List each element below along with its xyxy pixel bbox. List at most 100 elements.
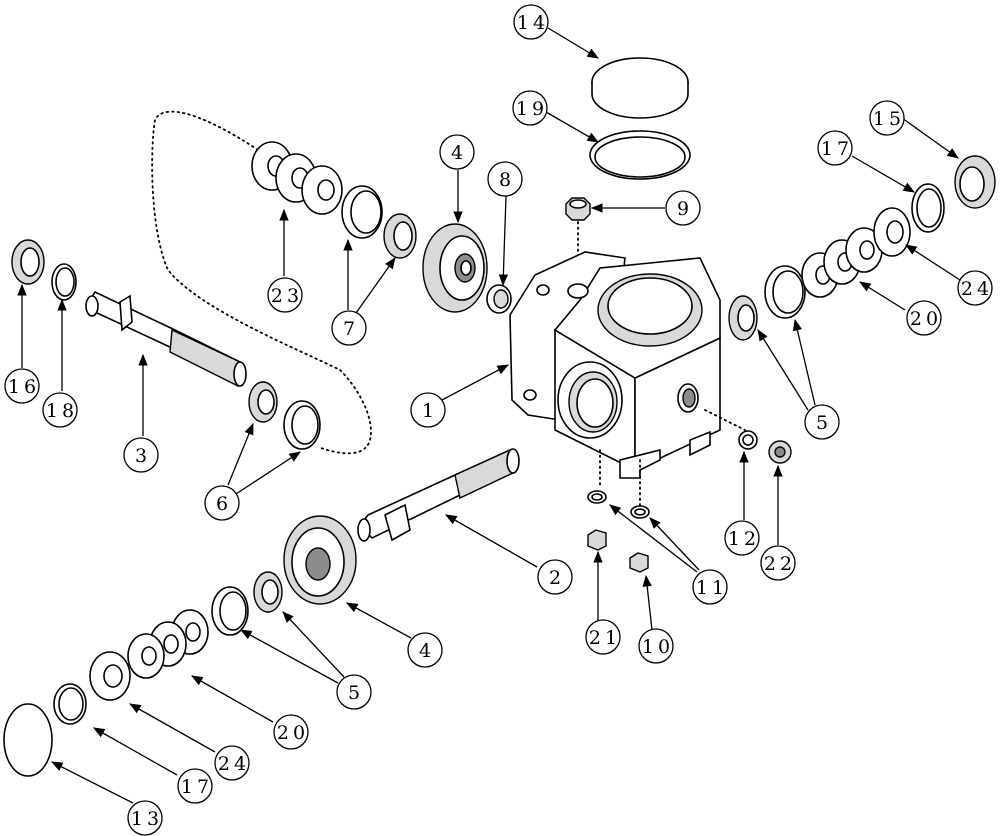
part-18-snap-ring [51, 263, 77, 301]
callout-label: 22 [764, 553, 796, 575]
callout-c4a: 4 [439, 134, 475, 170]
callout-label: 19 [516, 98, 548, 120]
callout-c20a: 20 [273, 714, 309, 750]
callout-label: 14 [517, 12, 549, 34]
part-5-right-bearing-set [728, 265, 806, 341]
part-11-washers [587, 490, 650, 519]
callout-circle [177, 768, 213, 804]
callout-label: 17 [821, 138, 853, 160]
part-8-pilot-bearing [486, 284, 512, 314]
callout-circle [817, 130, 853, 166]
callout-label: 11 [696, 577, 728, 599]
callout-label: 2 [549, 567, 565, 589]
callout-circle [512, 90, 548, 126]
leader-24b [905, 244, 961, 281]
assembly-group-outline [151, 110, 372, 455]
callout-label: 4 [451, 142, 467, 164]
leader-5a [239, 629, 339, 684]
callout-c10: 10 [638, 628, 674, 664]
callout-label: 20 [910, 308, 942, 330]
callout-circle [760, 545, 796, 581]
callout-c9: 9 [665, 190, 701, 226]
callout-c21: 21 [585, 619, 621, 655]
callout-c5b: 5 [804, 404, 840, 440]
callout-label: 24 [961, 278, 993, 300]
leader-11a [609, 504, 698, 573]
leader-17b [851, 155, 916, 193]
callout-circle [724, 520, 760, 556]
callout-circle [336, 674, 372, 710]
callout-c12: 12 [724, 520, 760, 556]
callout-circle [127, 800, 163, 836]
callout-c24b: 24 [957, 270, 993, 306]
callout-c20b: 20 [906, 300, 942, 336]
callout-label: 17 [181, 776, 213, 798]
callout-label: 1 [422, 400, 438, 422]
part-5-lower-bearing-set [211, 571, 283, 636]
callout-c2: 2 [537, 559, 573, 595]
callout-circle [665, 190, 701, 226]
part-7-bearing-set [341, 185, 417, 259]
leader-13 [50, 761, 134, 804]
callout-label: 21 [589, 627, 621, 649]
callout-label: 18 [46, 400, 78, 422]
leader-14 [547, 27, 600, 59]
callout-circle [42, 392, 78, 428]
callout-label: 5 [816, 412, 832, 434]
leader-11b [649, 517, 700, 571]
callout-c19: 19 [512, 90, 548, 126]
part-1-gearbox-housing [509, 251, 721, 479]
leader-20a [190, 675, 274, 723]
leader-10 [642, 574, 653, 631]
callout-c13: 13 [127, 800, 163, 836]
callout-label: 4 [419, 640, 435, 662]
callout-circle [214, 745, 250, 781]
callout-label: 5 [348, 682, 364, 704]
leader-5d [792, 318, 816, 406]
part-21-plug [587, 529, 607, 551]
callout-label: 3 [135, 445, 151, 467]
leader-5b [282, 611, 345, 678]
part-6-bearing-set [248, 381, 321, 450]
callout-c22: 22 [760, 545, 796, 581]
callout-circle [487, 161, 523, 197]
part-10-plug [629, 552, 649, 573]
callout-c17a: 17 [177, 768, 213, 804]
callout-c8: 8 [487, 161, 523, 197]
part-19-o-ring [589, 130, 691, 180]
callout-c5a: 5 [336, 674, 372, 710]
callout-circle [439, 134, 475, 170]
leader-4b [345, 602, 412, 639]
callout-c11: 11 [692, 569, 728, 605]
leader-6a [227, 422, 254, 486]
callout-circle [906, 300, 942, 336]
callout-c15: 15 [869, 100, 905, 136]
callout-c6: 6 [204, 485, 240, 521]
callout-label: 16 [8, 376, 40, 398]
callout-c1: 1 [410, 392, 446, 428]
leader-5c [757, 329, 809, 411]
leader-24a [128, 703, 216, 753]
part-15-right-seal [954, 155, 996, 209]
part-17-right-snap-ring [911, 183, 945, 233]
callout-c14: 14 [513, 4, 549, 40]
leader-1 [441, 364, 510, 401]
callout-circle [638, 628, 674, 664]
callout-label: 20 [277, 722, 309, 744]
part-14-cover-plug [591, 57, 689, 119]
leader-2 [444, 514, 538, 568]
part-22-drain-plug [768, 440, 792, 464]
callout-c24a: 24 [214, 745, 250, 781]
callout-circle [410, 392, 446, 428]
callout-circle [537, 559, 573, 595]
part-20-right-shims [801, 227, 883, 298]
part-12-washer [738, 430, 758, 450]
leader-17a [92, 727, 178, 776]
callout-c7: 7 [331, 310, 367, 346]
part-9-breather-plug [565, 197, 591, 221]
callout-label: 8 [499, 169, 515, 191]
callout-label: 15 [873, 108, 905, 130]
part-16-seal [11, 239, 45, 285]
part-23-shims [251, 141, 343, 215]
callout-label: 24 [218, 753, 250, 775]
